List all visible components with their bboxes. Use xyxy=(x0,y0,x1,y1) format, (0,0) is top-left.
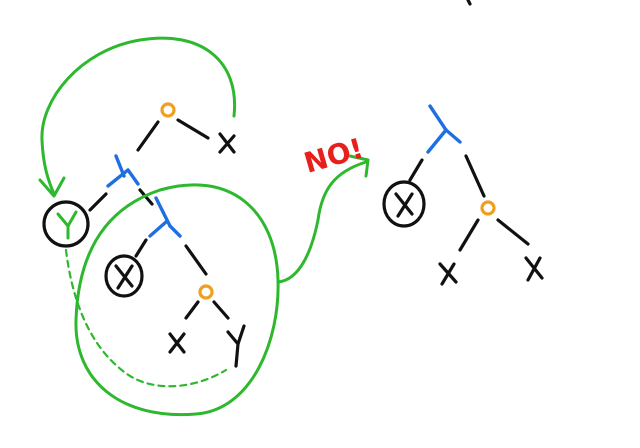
left-lambda-lower-branch-left xyxy=(134,238,148,258)
right-lambda-branch-right xyxy=(464,154,486,198)
left-tree: x xyxy=(42,102,246,368)
left-lower-pair-branch-right xyxy=(212,300,230,320)
left-lambda-lower-branch-right xyxy=(184,244,208,276)
left-top-x-leaf: x xyxy=(218,132,236,154)
left-lambda-upper-branch-left xyxy=(88,192,108,212)
left-lower-pair-branch-left xyxy=(184,300,200,320)
right-lambda xyxy=(426,104,462,154)
left-lambda-upper xyxy=(106,154,140,188)
substitution-arrow-curve xyxy=(40,36,237,196)
left-circled-y xyxy=(42,200,90,248)
no-annotation: NO! xyxy=(300,132,367,180)
left-lower-pair-node xyxy=(198,284,214,300)
right-bottom-left-x-leaf xyxy=(438,262,458,286)
left-bottom-y-leaf xyxy=(226,324,246,368)
dashed-connector xyxy=(64,248,228,388)
subtree-highlight-loop xyxy=(74,183,280,417)
green-annotations xyxy=(38,36,370,417)
substitution-arrow-head xyxy=(38,176,66,198)
right-bottom-right-x-leaf xyxy=(524,256,544,282)
right-pair-node xyxy=(480,200,496,216)
left-top-branch-left xyxy=(136,120,160,152)
right-pair-branch-right xyxy=(496,218,530,246)
right-lambda-branch-left xyxy=(408,158,424,182)
transform-arrow-head xyxy=(348,154,370,178)
top-edge-stroke xyxy=(466,0,472,6)
left-bottom-x-leaf xyxy=(168,332,186,354)
right-pair-branch-left xyxy=(458,218,480,252)
right-circled-x xyxy=(382,180,426,228)
left-top-branch-right xyxy=(176,118,210,140)
left-top-pair-node xyxy=(160,102,176,118)
left-circled-x xyxy=(104,254,144,298)
right-tree xyxy=(382,104,544,286)
transform-arrow-curve xyxy=(276,160,368,284)
left-lambda-lower xyxy=(148,196,182,238)
